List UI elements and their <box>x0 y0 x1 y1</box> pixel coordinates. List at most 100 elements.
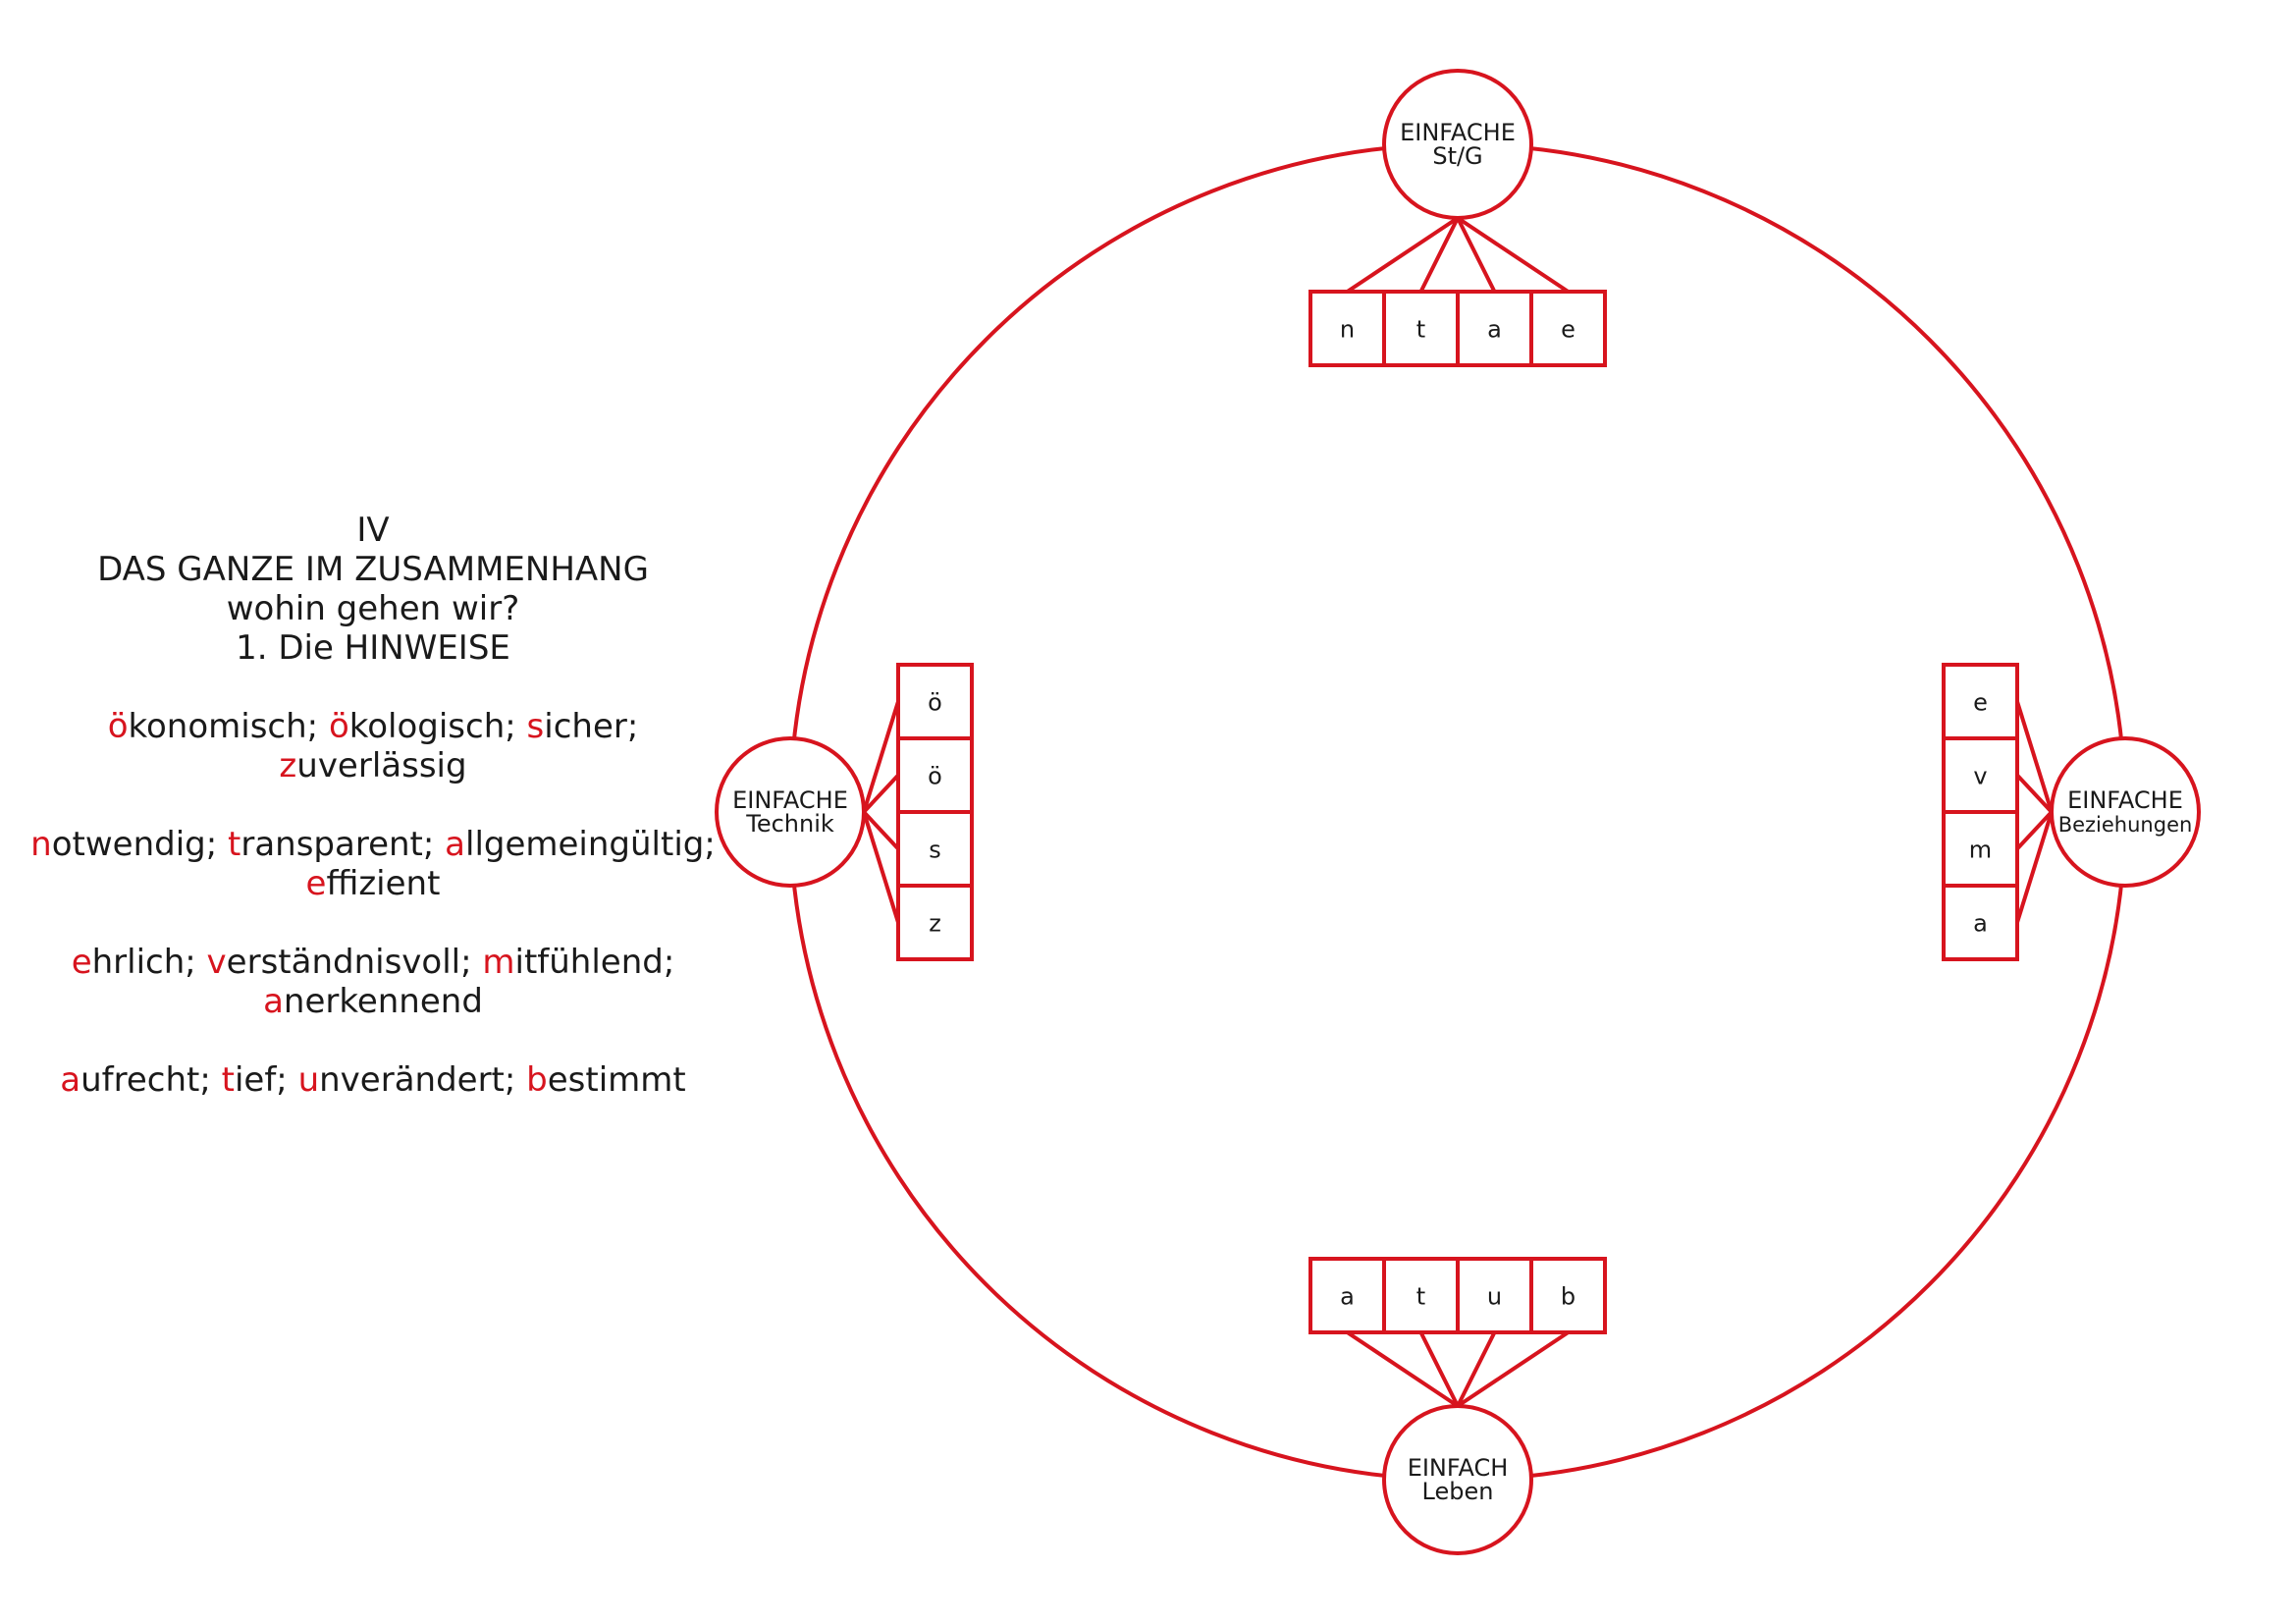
letter-box-label: e <box>1561 316 1575 344</box>
hinweis-initial: a <box>60 1060 81 1100</box>
hinweis-initial: e <box>305 864 327 903</box>
hinweis-word-rest: otwendig; <box>51 825 229 864</box>
hinweis-line: anerkennend <box>29 982 717 1021</box>
hinweis-word-rest: llgemeingültig; <box>465 825 716 864</box>
hinweis-initial: a <box>263 982 284 1021</box>
hinweis-word-rest: uverlässig <box>296 746 467 785</box>
text-panel: IV DAS GANZE IM ZUSAMMENHANG wohin gehen… <box>29 511 717 1100</box>
letter-box <box>1529 1257 1607 1334</box>
hinweis-block: notwendig; transparent; allgemeingültig;… <box>29 825 717 903</box>
heading-section: 1. Die HINWEISE <box>236 628 510 668</box>
hinweis-initial: ö <box>107 707 129 746</box>
letter-box <box>1942 663 2019 740</box>
hinweis-line: aufrecht; tief; unverändert; bestimmt <box>29 1060 717 1100</box>
connector-line <box>1456 1331 1497 1407</box>
letter-box <box>1308 1257 1386 1334</box>
hinweis-initial: a <box>445 825 465 864</box>
letter-box-label: ö <box>928 689 942 717</box>
hinweis-initial: t <box>221 1060 235 1100</box>
letter-box-label: m <box>1969 837 1992 864</box>
node-circle-left <box>715 736 866 888</box>
hinweis-word-rest: ffizient <box>326 864 441 903</box>
connector-line <box>862 700 900 813</box>
hinweis-word-rest: nerkennend <box>283 982 483 1021</box>
hinweis-initial: e <box>71 943 92 982</box>
node-circle-right <box>2050 736 2201 888</box>
connector-line <box>1346 216 1460 294</box>
connector-line <box>2015 774 2054 814</box>
letter-box-label: a <box>1487 316 1502 344</box>
hinweis-initial: t <box>228 825 241 864</box>
hinweis-initial: ö <box>328 707 349 746</box>
connector-line <box>1456 217 1497 293</box>
hinweis-line: zuverlässig <box>29 746 717 785</box>
connector-line <box>1456 1330 1570 1408</box>
letter-box-label: e <box>1973 689 1988 717</box>
hinweis-block: ehrlich; verständnisvoll; mitfühlend;ane… <box>29 943 717 1021</box>
hinweis-initial: s <box>526 707 545 746</box>
hinweis-word-rest: estimmt <box>547 1060 686 1100</box>
letter-box <box>1308 290 1386 367</box>
letter-box-label: t <box>1416 316 1425 344</box>
letter-box-label: a <box>1973 910 1988 938</box>
hinweis-line: ehrlich; verständnisvoll; mitfühlend; <box>29 943 717 982</box>
letter-box-label: a <box>1340 1283 1355 1311</box>
hinweis-word-rest: ransparent; <box>240 825 446 864</box>
node-sublabel-right: Beziehungen <box>2058 813 2193 837</box>
letter-box-label: z <box>929 910 941 938</box>
letter-box-label: v <box>1973 763 1987 790</box>
hinweis-word-rest: kologisch; <box>348 707 527 746</box>
letter-box <box>1942 884 2019 961</box>
hinweis-initial: v <box>206 943 227 982</box>
hinweis-word-rest: itfühlend; <box>514 943 675 982</box>
heading-title: DAS GANZE IM ZUSAMMENHANG <box>97 550 649 589</box>
letter-box-label: ö <box>928 763 942 790</box>
connector-line <box>2015 810 2054 850</box>
connector-line <box>862 810 900 850</box>
hinweis-line: effizient <box>29 864 717 903</box>
letter-box-label: u <box>1487 1283 1502 1311</box>
connector-line <box>2015 700 2054 813</box>
letter-box-label: t <box>1416 1283 1425 1311</box>
hinweis-block: ökonomisch; ökologisch; sicher;zuverläss… <box>29 707 717 785</box>
connector-line <box>2015 811 2054 924</box>
connector-line <box>1456 216 1570 294</box>
letter-box <box>1529 290 1607 367</box>
letter-box <box>896 884 974 961</box>
node-sublabel-top: St/G <box>1432 142 1482 170</box>
heading-question: wohin gehen wir? <box>226 589 520 628</box>
hinweis-initial: m <box>482 943 515 982</box>
hinweis-word-rest: nverändert; <box>319 1060 527 1100</box>
node-sublabel-bottom: Leben <box>1422 1478 1494 1505</box>
hinweis-word-rest: konomisch; <box>128 707 329 746</box>
letter-box <box>1456 290 1533 367</box>
hinweis-word-rest: icher; <box>544 707 639 746</box>
node-circle-bottom <box>1382 1404 1533 1555</box>
hinweis-initial: b <box>526 1060 548 1100</box>
letter-box <box>896 810 974 888</box>
letter-box-label: s <box>929 837 941 864</box>
node-circle-top <box>1382 69 1533 220</box>
hinweis-initial: n <box>30 825 52 864</box>
hinweise-list: ökonomisch; ökologisch; sicher;zuverläss… <box>29 668 717 1100</box>
letter-box-label: b <box>1561 1283 1575 1311</box>
connector-line <box>1346 1330 1460 1408</box>
node-label-bottom: EINFACH <box>1408 1454 1509 1482</box>
connector-line <box>862 811 900 924</box>
hinweis-initial: u <box>297 1060 320 1100</box>
connector-line <box>1418 1331 1460 1407</box>
hinweis-line: notwendig; transparent; allgemeingültig; <box>29 825 717 864</box>
letter-box-label: n <box>1340 316 1355 344</box>
heading-numeral: IV <box>356 511 390 550</box>
hinweis-block: aufrecht; tief; unverändert; bestimmt <box>29 1060 717 1100</box>
hinweis-line: ökonomisch; ökologisch; sicher; <box>29 707 717 746</box>
node-label-right: EINFACHE <box>2067 786 2183 814</box>
hinweis-initial: z <box>279 746 297 785</box>
letter-box <box>1382 290 1460 367</box>
hinweis-word-rest: erständnisvoll; <box>226 943 483 982</box>
hinweis-word-rest: ief; <box>234 1060 298 1100</box>
hinweis-word-rest: hrlich; <box>91 943 207 982</box>
connector-line <box>862 774 900 814</box>
node-label-top: EINFACHE <box>1400 119 1516 146</box>
